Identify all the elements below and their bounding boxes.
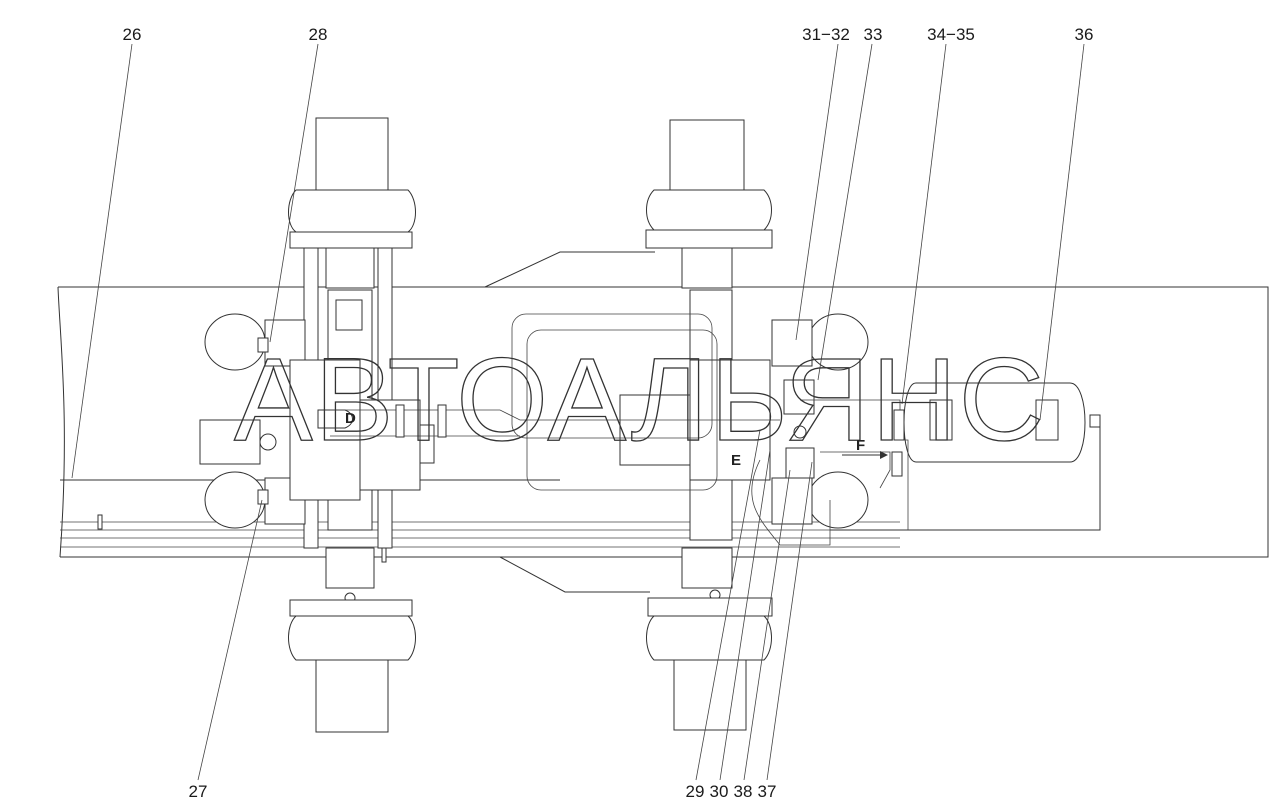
callout-34-35: 34−35 [927, 25, 975, 44]
air-tank [830, 382, 1101, 531]
leader-lines [71, 43, 1085, 781]
watermark: АВТОАЛЬЯНС [234, 334, 1046, 466]
left-axle [199, 117, 435, 733]
right-axle [619, 119, 869, 731]
frame-rails [57, 251, 1269, 593]
flow-arrow [842, 451, 888, 459]
callout-37: 37 [758, 782, 777, 801]
marker-f: F [856, 437, 865, 454]
callout-30: 30 [710, 782, 729, 801]
marker-d: D [345, 410, 356, 427]
air-pipes [97, 313, 909, 563]
callout-29: 29 [686, 782, 705, 801]
callout-26: 26 [123, 25, 142, 44]
callout-31-32: 31−32 [802, 25, 850, 44]
callout-28: 28 [309, 25, 328, 44]
marker-e: E [731, 452, 741, 469]
callout-36: 36 [1075, 25, 1094, 44]
callout-38: 38 [734, 782, 753, 801]
callout-33: 33 [864, 25, 883, 44]
callout-27: 27 [189, 782, 208, 801]
